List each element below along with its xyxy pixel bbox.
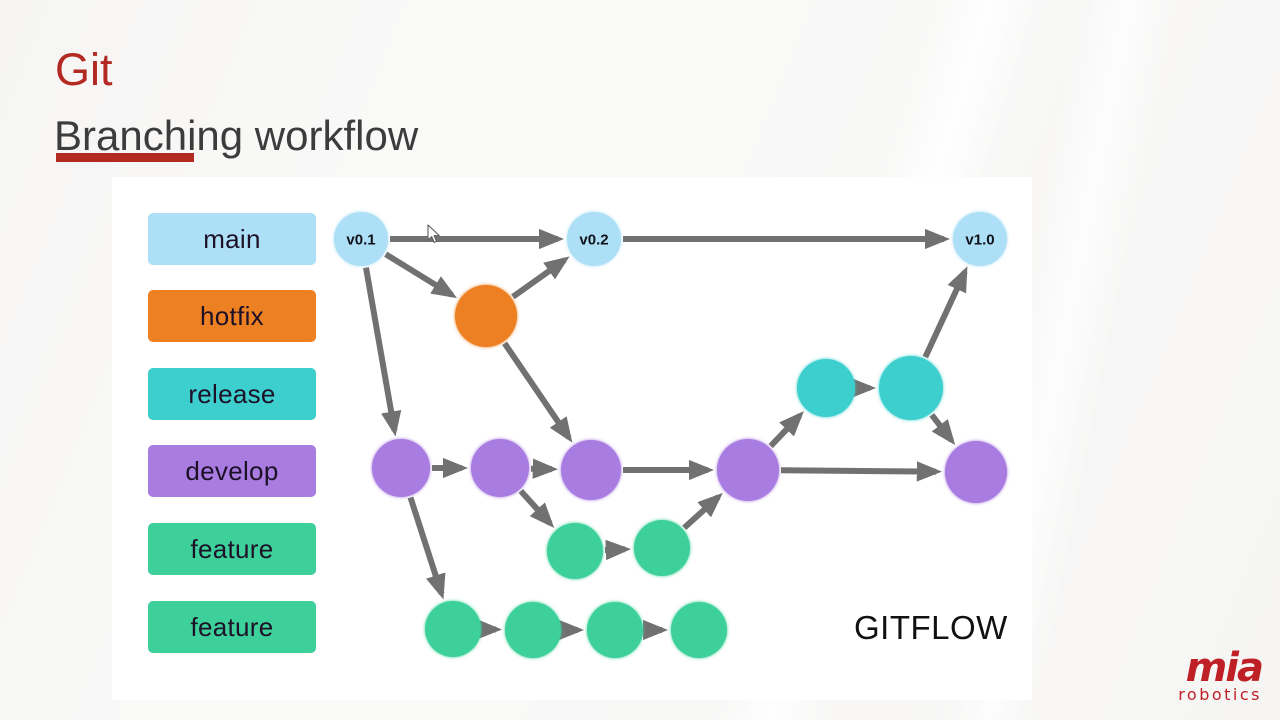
graph-edge-f1-to-f2	[604, 539, 631, 561]
branch-label-release: release	[148, 368, 316, 420]
commit-node-tag: v0.2	[579, 232, 608, 249]
graph-edge-f2-to-d4	[682, 492, 723, 531]
commit-node-circle	[471, 439, 529, 497]
commit-node-g2[interactable]	[505, 602, 561, 658]
branch-label-main: main	[148, 213, 316, 265]
graph-edge-d4-to-d5	[780, 461, 942, 482]
page-subtitle: Branching workflow	[54, 112, 419, 159]
commit-node-m1[interactable]: v0.1	[334, 212, 388, 266]
commit-node-circle	[953, 212, 1007, 266]
commit-node-g3[interactable]	[587, 602, 643, 658]
graph-edge-layer	[363, 228, 968, 641]
graph-edge-d4-to-r1	[768, 411, 804, 449]
commit-node-d1[interactable]	[372, 439, 430, 497]
commit-node-tag: v1.0	[965, 232, 994, 249]
commit-node-circle	[425, 601, 481, 657]
commit-node-f1[interactable]	[547, 523, 603, 579]
commit-node-r1[interactable]	[797, 359, 855, 417]
branch-label-text: hotfix	[200, 300, 264, 331]
commit-node-f2[interactable]	[634, 520, 690, 576]
mouse-cursor-icon	[427, 224, 440, 243]
graph-edge-r2-to-m3	[922, 266, 968, 359]
commit-node-circle	[634, 520, 690, 576]
commit-node-circle	[671, 602, 727, 658]
graph-edge-d2-to-f1	[518, 488, 555, 528]
brand-logo: MiA robotics	[1112, 645, 1264, 712]
branch-label-hotfix: hotfix	[148, 290, 316, 342]
graph-edge-m1-to-h1	[384, 251, 458, 299]
commit-node-r2[interactable]	[879, 356, 943, 420]
branch-label-feature-2: feature	[148, 601, 316, 653]
branch-label-feature-1: feature	[148, 523, 316, 575]
commit-node-h1[interactable]	[455, 285, 517, 347]
commit-node-circle	[945, 441, 1007, 503]
commit-node-circle	[879, 356, 943, 420]
page-title: Git	[55, 44, 113, 95]
commit-node-g4[interactable]	[671, 602, 727, 658]
commit-node-circle	[797, 359, 855, 417]
graph-edge-h1-to-m2	[511, 256, 570, 300]
commit-node-circle	[334, 212, 388, 266]
graph-edge-m1-to-d1	[363, 267, 402, 437]
commit-node-m2[interactable]: v0.2	[567, 212, 621, 266]
graph-edge-h1-to-d3	[502, 341, 573, 443]
graph-edge-d1-to-g1	[407, 496, 446, 600]
commit-node-m3[interactable]: v1.0	[953, 212, 1007, 266]
commit-graph: v0.1 v0.2 v1.0	[334, 212, 1007, 658]
commit-node-circle	[587, 602, 643, 658]
commit-node-circle	[561, 440, 621, 500]
commit-node-circle	[717, 439, 779, 501]
logo-tagline: robotics	[1178, 685, 1262, 704]
commit-node-tag: v0.1	[346, 232, 375, 249]
commit-node-d2[interactable]	[471, 439, 529, 497]
commit-node-g1[interactable]	[425, 601, 481, 657]
commit-node-d4[interactable]	[717, 439, 779, 501]
logo-wordmark: MiA	[1185, 645, 1264, 691]
commit-node-d5[interactable]	[945, 441, 1007, 503]
commit-node-circle	[455, 285, 517, 347]
graph-node-layer: v0.1 v0.2 v1.0	[334, 212, 1007, 658]
commit-node-circle	[547, 523, 603, 579]
commit-node-d3[interactable]	[561, 440, 621, 500]
branch-label-text: main	[203, 223, 261, 254]
branch-label-text: feature	[190, 611, 274, 642]
diagram-caption: GITFLOW	[854, 609, 1008, 646]
graph-edge-r2-to-d5	[929, 413, 956, 446]
branch-label-text: feature	[190, 533, 274, 564]
commit-node-circle	[567, 212, 621, 266]
diagram-card: main hotfix release develop feature feat…	[112, 177, 1032, 700]
branch-label-text: develop	[185, 455, 279, 486]
commit-node-circle	[372, 439, 430, 497]
commit-node-circle	[505, 602, 561, 658]
branch-label-develop: develop	[148, 445, 316, 497]
title-underline-accent	[56, 153, 194, 162]
branch-label-text: release	[188, 378, 276, 409]
